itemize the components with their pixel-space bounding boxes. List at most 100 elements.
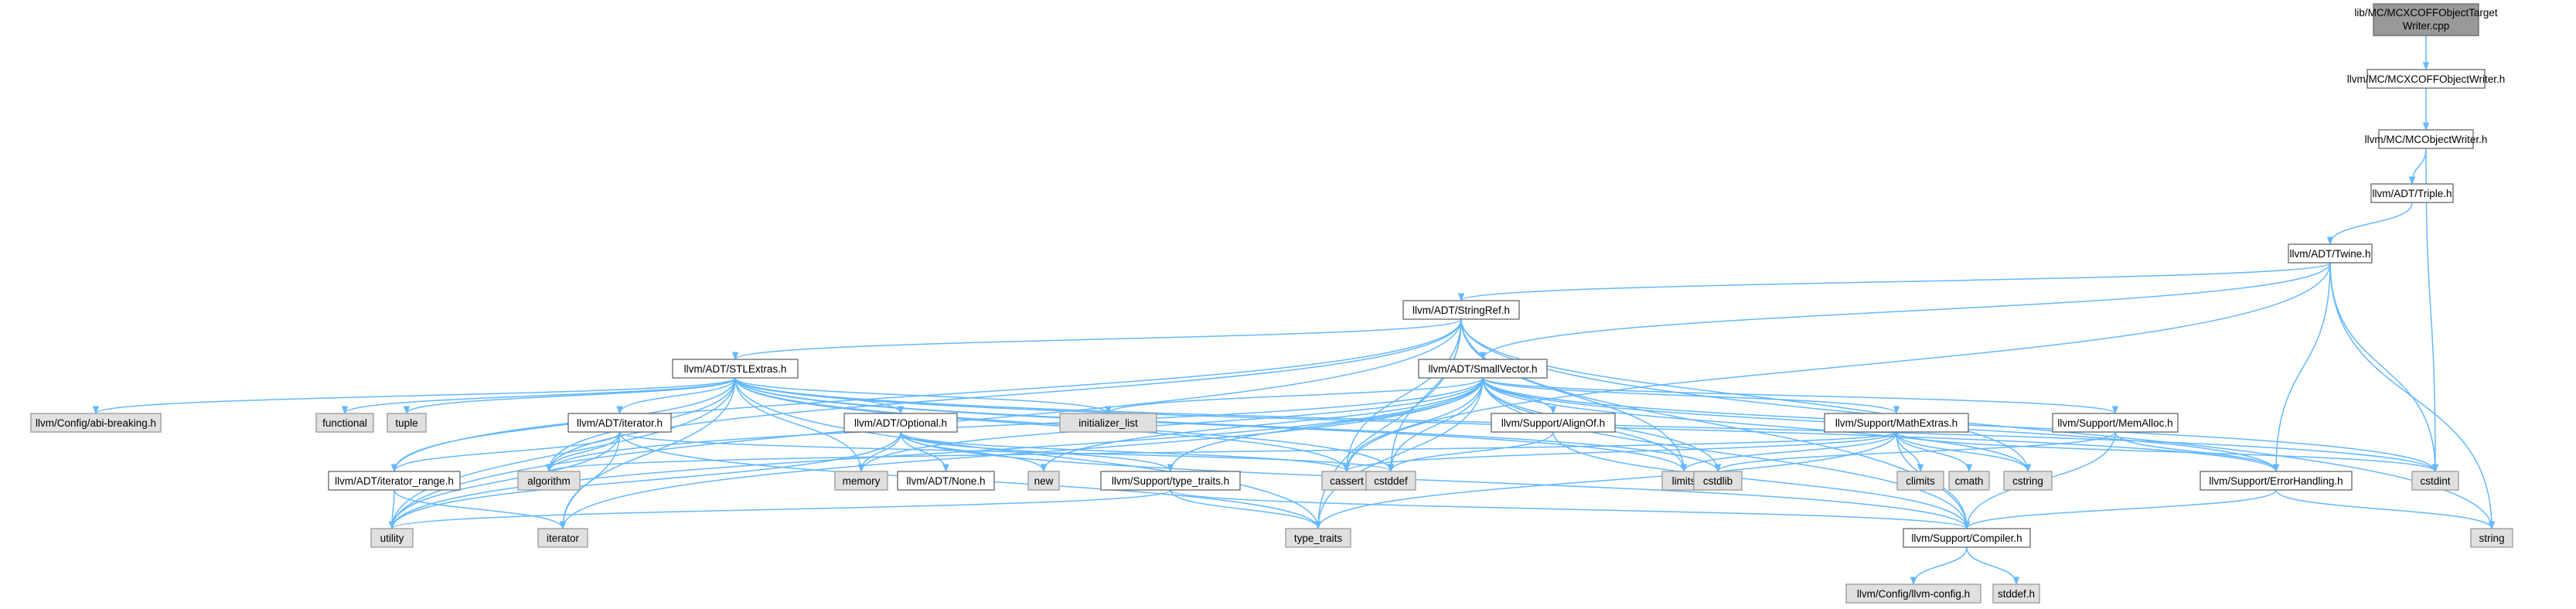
- node-stlextras[interactable]: llvm/ADT/STLExtras.h: [672, 359, 799, 379]
- node-xcoffw[interactable]: llvm/MC/MCXCOFFObjectWriter.h: [2347, 69, 2506, 89]
- node-label: cmath: [1955, 475, 1984, 487]
- node-initlist[interactable]: initializer_list: [1059, 413, 1157, 433]
- node-box: [315, 413, 374, 433]
- node-cstring[interactable]: cstring: [2003, 471, 2053, 491]
- edge-alignof-to-compiler: [1552, 431, 1971, 530]
- node-box: [1693, 471, 1743, 491]
- node-label: llvm/MC/MCXCOFFObjectWriter.h: [2347, 73, 2506, 85]
- node-label: llvm/MC/MCObjectWriter.h: [2365, 134, 2488, 145]
- node-box: [387, 413, 427, 433]
- edge-stlextras-to-iterrange: [390, 377, 736, 473]
- edge-twine-to-smallvector: [1479, 262, 2331, 361]
- node-cstddef[interactable]: cstddef: [1365, 471, 1416, 491]
- node-iteratorh[interactable]: llvm/ADT/iterator.h: [567, 413, 672, 433]
- node-string[interactable]: string: [2470, 528, 2513, 548]
- node-climits[interactable]: climits: [1896, 471, 1944, 491]
- node-optional[interactable]: llvm/ADT/Optional.h: [843, 413, 958, 433]
- edge-iteratorh-to-iterrange: [390, 431, 621, 473]
- edge-stlextras-to-abibreaking: [93, 377, 736, 415]
- node-box: [1896, 471, 1944, 491]
- node-label: llvm/ADT/Triple.h: [2372, 188, 2452, 199]
- edge-typetraitsh-to-utility: [389, 489, 1171, 530]
- node-stddef[interactable]: stddef.h: [1992, 583, 2040, 604]
- node-box: [2373, 3, 2479, 36]
- node-box: [1845, 583, 1981, 604]
- node-tuple[interactable]: tuple: [387, 413, 427, 433]
- node-label: llvm/ADT/Twine.h: [2289, 248, 2370, 260]
- node-box: [1418, 359, 1548, 379]
- node-box: [2378, 129, 2474, 149]
- node-compiler[interactable]: llvm/Support/Compiler.h: [1903, 528, 2031, 548]
- node-memory[interactable]: memory: [834, 471, 888, 491]
- edge-smallvector-to-utility: [388, 377, 1484, 530]
- node-box: [2199, 471, 2353, 491]
- edge-smallvector-to-cstddef: [1387, 377, 1484, 473]
- node-label: limits: [1672, 475, 1696, 487]
- node-label: cstdlib: [1703, 475, 1733, 487]
- node-cassert[interactable]: cassert: [1321, 471, 1372, 491]
- node-smallvector[interactable]: llvm/ADT/SmallVector.h: [1418, 359, 1548, 379]
- node-box: [2366, 69, 2486, 89]
- node-box: [834, 471, 888, 491]
- edge-mathextras-to-cmath: [1896, 431, 1973, 473]
- node-label: llvm/Config/llvm-config.h: [1857, 588, 1970, 600]
- node-triple[interactable]: llvm/ADT/Triple.h: [2370, 183, 2454, 203]
- node-box: [1992, 583, 2040, 604]
- node-cstdint[interactable]: cstdint: [2411, 471, 2459, 491]
- node-cstdlib[interactable]: cstdlib: [1693, 471, 1743, 491]
- edge-stringref-to-limits: [1460, 318, 1688, 473]
- node-alignof[interactable]: llvm/Support/AlignOf.h: [1491, 413, 1616, 433]
- node-mcow[interactable]: llvm/MC/MCObjectWriter.h: [2365, 129, 2488, 149]
- node-label: lib/MC/MCXCOFFObjectTarget: [2354, 7, 2498, 19]
- node-box: [2470, 528, 2513, 548]
- node-cmath[interactable]: cmath: [1948, 471, 1990, 491]
- node-iterrange[interactable]: llvm/ADT/iterator_range.h: [328, 471, 461, 491]
- edge-stringref-to-string: [1460, 318, 2496, 530]
- node-label: initializer_list: [1078, 417, 1138, 429]
- node-box: [2411, 471, 2459, 491]
- edge-optional-to-utility: [388, 431, 901, 530]
- node-box: [2052, 413, 2179, 433]
- edge-mathextras-to-algorithm: [546, 431, 1897, 473]
- node-box: [328, 471, 461, 491]
- edge-smallvector-to-memory: [857, 377, 1484, 473]
- edge-smallvector-to-cstring: [1482, 377, 2032, 473]
- node-typetraits[interactable]: type_traits: [1285, 528, 1351, 548]
- node-box: [672, 359, 799, 379]
- edge-typetraitsh-to-compiler: [1170, 489, 1970, 530]
- edge-smallvector-to-initlist: [1105, 377, 1484, 415]
- node-box: [843, 413, 958, 433]
- node-label: llvm/ADT/STLExtras.h: [684, 363, 787, 375]
- edge-optional-to-new: [900, 431, 1048, 473]
- node-box: [2370, 183, 2454, 203]
- node-stringref[interactable]: llvm/ADT/StringRef.h: [1402, 300, 1520, 320]
- edge-mathextras-to-cstdint: [1896, 431, 2438, 473]
- node-box: [1824, 413, 1969, 433]
- node-utility[interactable]: utility: [370, 528, 414, 548]
- edge-twine-to-cstdint: [2329, 262, 2439, 473]
- edge-stlextras-to-utility: [388, 377, 736, 530]
- node-box: [897, 471, 995, 491]
- node-new[interactable]: new: [1027, 471, 1060, 491]
- node-errhandling[interactable]: llvm/Support/ErrorHandling.h: [2199, 471, 2353, 491]
- node-label-line2: Writer.cpp: [2403, 20, 2450, 32]
- edge-alignof-to-cstddef: [1387, 431, 1554, 473]
- node-noneh[interactable]: llvm/ADT/None.h: [897, 471, 995, 491]
- node-iterator[interactable]: iterator: [537, 528, 588, 548]
- node-typetraitsh[interactable]: llvm/Support/type_traits.h: [1100, 471, 1241, 491]
- node-llvmconfig[interactable]: llvm/Config/llvm-config.h: [1845, 583, 1981, 604]
- node-twine[interactable]: llvm/ADT/Twine.h: [2288, 243, 2373, 264]
- node-abibreaking[interactable]: llvm/Config/abi-breaking.h: [30, 413, 162, 433]
- edge-mcow-to-triple: [2408, 148, 2427, 185]
- edge-mathextras-to-typetraits: [1314, 431, 1897, 530]
- node-functional[interactable]: functional: [315, 413, 374, 433]
- node-mathextras[interactable]: llvm/Support/MathExtras.h: [1824, 413, 1969, 433]
- node-box: [30, 413, 162, 433]
- node-box: [2288, 243, 2373, 264]
- edge-triple-to-twine: [2326, 202, 2413, 246]
- node-memalloc[interactable]: llvm/Support/MemAlloc.h: [2052, 413, 2179, 433]
- edge-twine-to-stringref: [1458, 262, 2331, 302]
- node-algorithm[interactable]: algorithm: [517, 471, 581, 491]
